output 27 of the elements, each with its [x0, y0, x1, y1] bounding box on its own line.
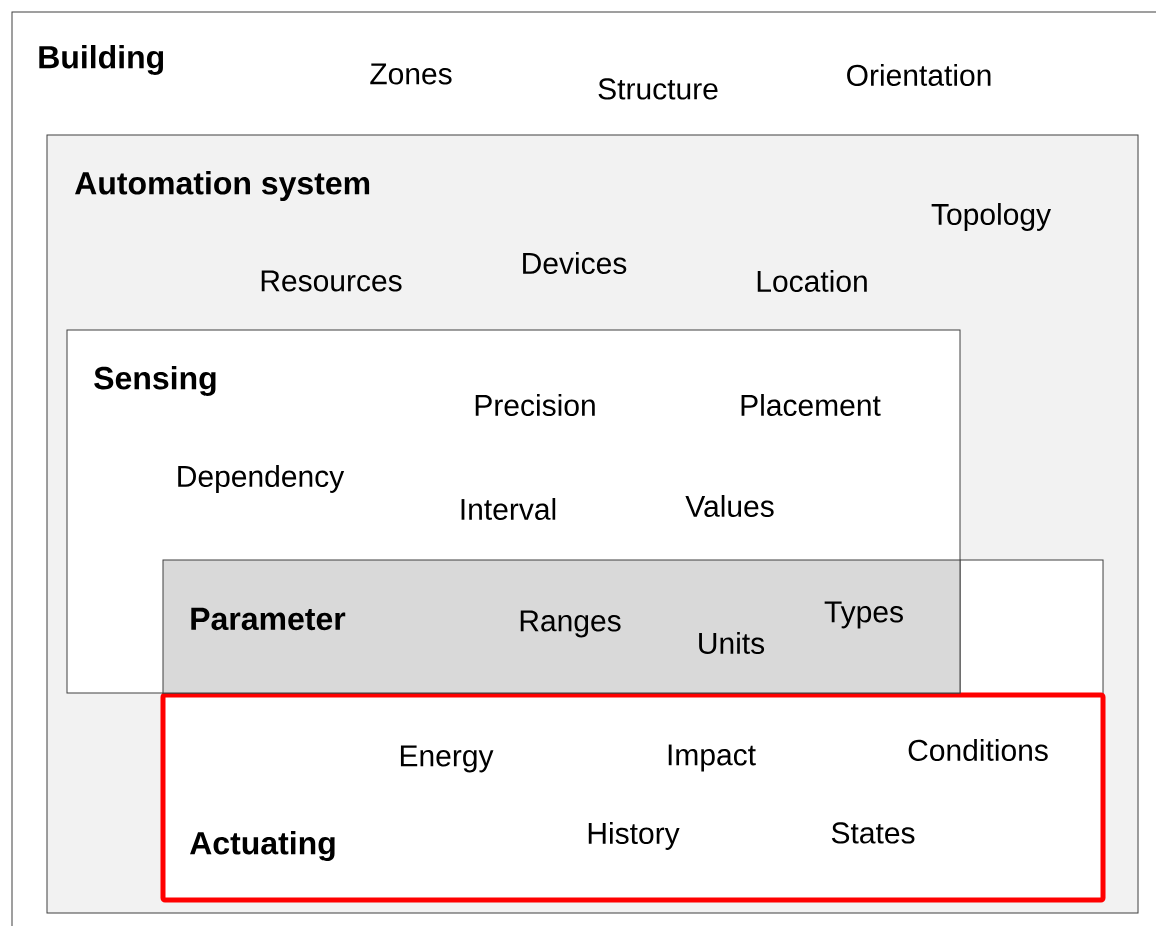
keyword-label: Dependency: [178, 465, 345, 493]
keyword-label: History: [588, 822, 680, 850]
keyword-label: Energy: [400, 745, 494, 773]
region-box: [162, 559, 961, 694]
keyword-label: Values: [685, 495, 774, 517]
region-heading: Automation system: [75, 171, 370, 201]
keyword-label: Types: [824, 601, 903, 629]
keyword-label: Impact: [668, 744, 756, 772]
keyword-label: Structure: [598, 78, 718, 100]
keyword-label: Resources: [261, 270, 402, 292]
keyword-label: Precision: [475, 394, 595, 416]
keyword-label: Placement: [741, 394, 881, 416]
region-heading: Building: [39, 45, 164, 75]
region-heading: Sensing: [94, 366, 216, 396]
region-heading: Actuating: [190, 831, 335, 861]
keyword-label: Topology: [931, 203, 1051, 231]
keyword-label: Zones: [370, 63, 452, 85]
keyword-label: Units: [699, 632, 765, 654]
keyword-label: Orientation: [847, 63, 991, 86]
keyword-label: Interval: [461, 498, 556, 520]
region-box: [11, 11, 1156, 926]
keyword-label: Conditions: [908, 739, 1048, 761]
keyword-label: Ranges: [520, 610, 621, 638]
keyword-label: Location: [757, 270, 867, 292]
keyword-label: States: [831, 822, 915, 844]
keyword-label: Devices: [523, 252, 627, 274]
region-heading: Parameter: [191, 607, 346, 631]
